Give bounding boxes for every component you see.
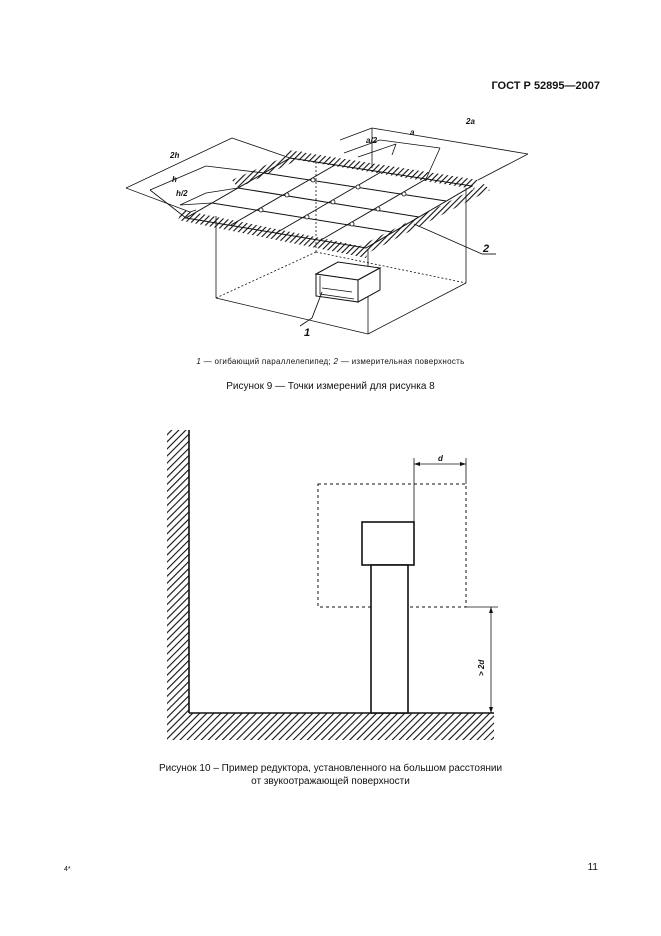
- legend-number-2: 2: [333, 357, 339, 366]
- label-h: h: [172, 175, 177, 184]
- figure-10-caption-line-2: от звукоотражающей поверхности: [251, 776, 410, 787]
- label-a-half: a/2: [366, 136, 378, 145]
- label-2a: 2a: [465, 117, 475, 126]
- label-d: d: [438, 454, 444, 463]
- figure-10-caption: Рисунок 10 – Пример редуктора, установле…: [0, 762, 661, 788]
- callout-2: 2: [482, 243, 489, 255]
- figure-9-caption: Рисунок 9 — Точки измерений для рисунка …: [226, 381, 435, 392]
- standard-header: ГОСТ Р 52895—2007: [491, 80, 600, 92]
- enveloping-box: [215, 162, 467, 335]
- page-number: 11: [587, 862, 598, 873]
- figure-10-caption-line-1: Рисунок 10 – Пример редуктора, установле…: [158, 763, 503, 774]
- label-h-half: h/2: [176, 189, 188, 198]
- callout-1: 1: [304, 327, 310, 339]
- reducer-box: [314, 261, 382, 303]
- measurement-grid: [184, 157, 474, 249]
- label-2h: 2h: [169, 151, 179, 160]
- dimensions-right: [339, 127, 529, 181]
- legend-text-2: — измерительная поверхность: [338, 357, 465, 366]
- footer-sheet-mark: 4*: [64, 866, 71, 873]
- legend-number-1: 1: [196, 357, 202, 366]
- label-a: a: [410, 128, 415, 137]
- figure-9-legend: 1 — огибающий параллелепипед; 2 — измери…: [0, 357, 661, 366]
- callout-lines: [299, 223, 496, 327]
- dimensions-left: [125, 137, 291, 219]
- label-gt-2d: > 2d: [477, 659, 486, 676]
- measurement-points: [258, 177, 407, 227]
- figure-10-drawing: [167, 430, 498, 740]
- legend-text-1: — огибающий параллелепипед;: [201, 357, 334, 366]
